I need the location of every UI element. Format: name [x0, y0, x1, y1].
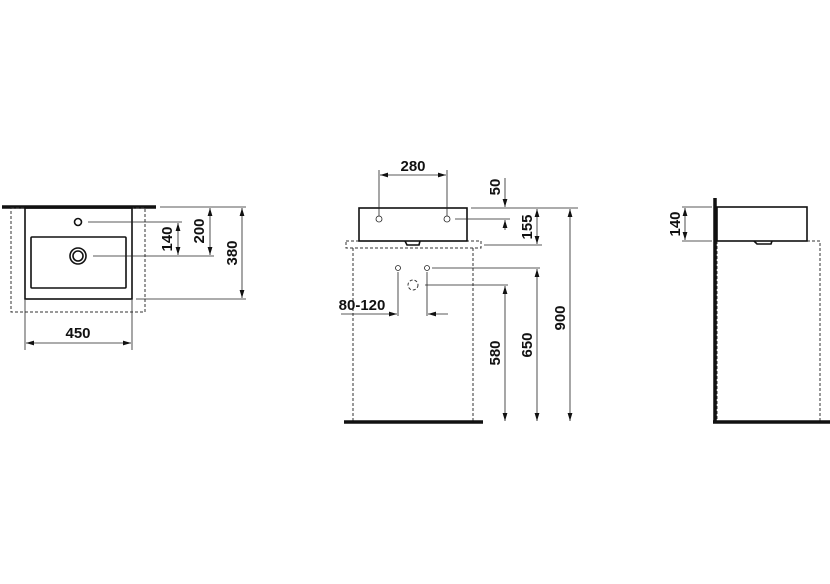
- dim-label-900: 900: [552, 305, 569, 330]
- cabinet-outline: [716, 240, 821, 423]
- waste-outlet-icon: [407, 279, 419, 291]
- dim-label-140: 140: [159, 226, 176, 251]
- drain-outlet: [404, 240, 421, 246]
- dim-label-280: 280: [400, 158, 425, 175]
- dim-label-80-120: 80-120: [339, 297, 386, 314]
- dim-label-155: 155: [519, 214, 536, 239]
- tap-hole-icon: [443, 215, 451, 223]
- supply-valve-icon: [395, 265, 401, 271]
- drain-icon: [69, 247, 87, 265]
- drain-outlet: [753, 240, 773, 245]
- tap-hole-icon: [375, 215, 383, 223]
- dim-label-580: 580: [487, 340, 504, 365]
- drain-inner: [72, 250, 84, 262]
- dim-label-50: 50: [487, 179, 504, 196]
- basin-outline: [24, 207, 133, 300]
- side-view: 140: [667, 198, 830, 424]
- basin-bowl: [30, 236, 127, 289]
- basin-side: [716, 206, 808, 242]
- dim-label-450: 450: [65, 325, 90, 342]
- basin-front: [358, 207, 468, 242]
- dim-label-380: 380: [224, 240, 241, 265]
- dim-label-200: 200: [191, 218, 208, 243]
- top-view: 140 200 380 450: [2, 205, 246, 350]
- supply-valve-icon: [424, 265, 430, 271]
- dim-label-650: 650: [519, 332, 536, 357]
- front-view: 280 50 155 80-120 580 650 900: [339, 158, 578, 424]
- dim-label-140: 140: [667, 211, 684, 236]
- tap-hole-icon: [73, 217, 83, 227]
